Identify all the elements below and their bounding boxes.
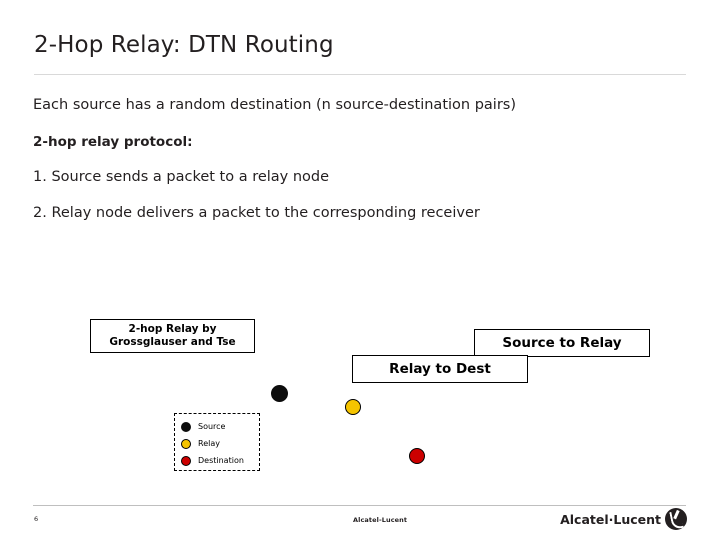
title-divider — [34, 74, 686, 75]
node-destination — [409, 448, 425, 464]
label-source-to-relay: Source to Relay — [474, 329, 650, 357]
page-title: 2-Hop Relay: DTN Routing — [34, 32, 334, 58]
body-line-2: 2-hop relay protocol: — [33, 134, 193, 150]
brand-logo-text: Alcatel·Lucent — [560, 511, 661, 527]
footer-center-text: Alcatel-Lucent — [353, 516, 408, 524]
body-line-3: 1. Source sends a packet to a relay node — [33, 169, 330, 185]
body-line-1: Each source has a random destination (n … — [33, 97, 516, 113]
figure-diagram: 2-hop Relay by Grossglauser and Tse Sour… — [0, 285, 720, 495]
legend-source-label: Source — [198, 422, 226, 431]
reference-callout-line1: 2-hop Relay by — [128, 322, 217, 335]
footer-divider — [33, 505, 686, 506]
reference-callout: 2-hop Relay by Grossglauser and Tse — [90, 319, 255, 353]
page-number: 6 — [34, 515, 39, 523]
label-relay-to-dest: Relay to Dest — [352, 355, 528, 383]
legend-relay-label: Relay — [198, 439, 220, 448]
node-relay — [345, 399, 361, 415]
legend-destination-dot-icon — [181, 455, 191, 466]
legend-item-destination: Destination — [181, 452, 259, 469]
brand-logo: Alcatel·Lucent — [560, 508, 687, 530]
node-source — [271, 385, 288, 402]
reference-callout-line2: Grossglauser and Tse — [109, 336, 236, 348]
legend-source-dot-icon — [181, 421, 191, 432]
legend-item-relay: Relay — [181, 435, 259, 452]
legend-relay-dot-icon — [181, 438, 191, 449]
body-line-4: 2. Relay node delivers a packet to the c… — [33, 205, 480, 221]
legend-item-source: Source — [181, 418, 259, 435]
legend-box: Source Relay Destination — [174, 413, 260, 471]
brand-logo-mark-icon — [665, 508, 687, 530]
legend-destination-label: Destination — [198, 456, 244, 465]
